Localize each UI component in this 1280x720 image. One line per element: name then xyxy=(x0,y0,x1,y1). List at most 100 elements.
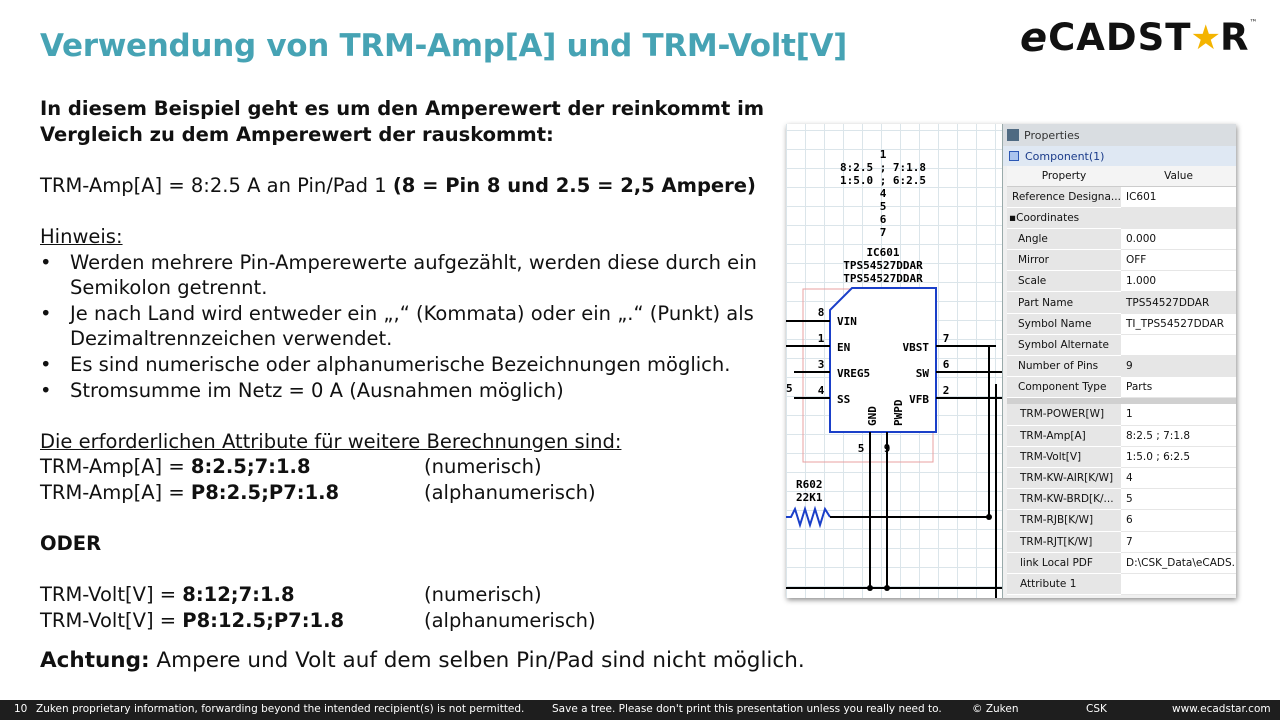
hint-item: Es sind numerische oder alphanumerische … xyxy=(40,352,770,378)
property-key: Symbol Name xyxy=(1007,313,1121,335)
warning-label: Achtung: xyxy=(40,648,150,673)
pin-number: 2 xyxy=(943,384,950,397)
property-value[interactable]: 6 xyxy=(1121,509,1236,532)
property-group-row[interactable]: ▪Coordinates xyxy=(1007,207,1236,229)
trm-property-row[interactable]: TRM-KW-BRD[K/...5 xyxy=(1007,488,1236,511)
property-key: TRM-KW-AIR[K/W] xyxy=(1007,467,1121,490)
attribute-kind: (alphanumerisch) xyxy=(424,608,596,632)
property-value[interactable]: 9 xyxy=(1121,355,1236,378)
schem-part: TPS54527DDAR xyxy=(843,259,923,272)
property-value[interactable]: 1 xyxy=(1121,403,1236,426)
pin-number: 1 xyxy=(818,332,825,345)
attributes-heading: Die erforderlichen Attribute für weitere… xyxy=(40,429,622,453)
resistor-symbol[interactable] xyxy=(786,505,831,529)
logo-e: e xyxy=(1020,15,1048,61)
trm-property-row[interactable]: TRM-RJT[K/W]7 xyxy=(1007,531,1236,553)
column-header-value: Value xyxy=(1121,166,1236,187)
logo-tm: ™ xyxy=(1249,18,1258,27)
trm-property-row[interactable]: Attribute 1 xyxy=(1007,573,1236,596)
property-value[interactable]: 0.000 xyxy=(1121,228,1236,251)
property-row[interactable]: Symbol Alternate xyxy=(1007,334,1236,357)
hint-item: Werden mehrere Pin-Amperewerte aufgezähl… xyxy=(40,250,770,301)
schematic-drawing: 1 8:2.5 ; 7:1.8 1:5.0 ; 6:2.5 4 5 6 7 IC… xyxy=(786,148,1002,598)
property-key: TRM-KW-BRD[K/... xyxy=(1007,488,1121,511)
edge-mark: 5 xyxy=(786,382,793,395)
pin-name: EN xyxy=(837,341,850,354)
properties-table: Property Value Reference Designa...IC601… xyxy=(1007,166,1236,596)
property-key: TRM-RJB[K/W] xyxy=(1007,509,1121,532)
footer-url[interactable]: www.ecadstar.com xyxy=(1172,703,1271,715)
property-value[interactable]: TPS54527DDAR xyxy=(1121,291,1236,314)
property-value[interactable]: 4 xyxy=(1121,467,1236,490)
attribute-label: TRM-Volt[V] = xyxy=(40,608,183,632)
attribute-kind: (numerisch) xyxy=(424,583,542,607)
properties-panel: Properties Component(1) Property Value R… xyxy=(1002,124,1236,598)
schem-part: TPS54527DDAR xyxy=(843,272,923,285)
property-value[interactable] xyxy=(1121,334,1236,357)
property-key: TRM-POWER[W] xyxy=(1007,403,1121,426)
footer-save-tree: Save a tree. Please don't print this pre… xyxy=(552,703,942,715)
property-value[interactable]: 1.000 xyxy=(1121,270,1236,293)
pin-name: VIN xyxy=(837,315,857,328)
resistor-value: 22K1 xyxy=(796,491,823,504)
schematic-canvas[interactable]: 1 8:2.5 ; 7:1.8 1:5.0 ; 6:2.5 4 5 6 7 IC… xyxy=(786,124,1002,598)
pin-name: SW xyxy=(916,367,930,380)
schem-label-line: 1 xyxy=(880,148,887,161)
attribute-value: P8:12.5;P7:1.8 xyxy=(182,608,345,632)
property-value[interactable]: TI_TPS54527DDAR xyxy=(1121,313,1236,335)
property-value[interactable]: D:\CSK_Data\eCADS... xyxy=(1121,552,1236,574)
pin-number: 8 xyxy=(818,306,825,319)
trm-property-row[interactable]: TRM-KW-AIR[K/W]4 xyxy=(1007,467,1236,490)
trm-property-row[interactable]: TRM-POWER[W]1 xyxy=(1007,403,1236,426)
pin-name: SS xyxy=(837,393,850,406)
schem-label-line: 8:2.5 ; 7:1.8 xyxy=(840,161,926,174)
hint-item: Je nach Land wird entweder ein „,“ (Komm… xyxy=(40,301,770,352)
attribute-label: TRM-Volt[V] = xyxy=(40,583,183,607)
ic-body[interactable] xyxy=(829,287,937,433)
attribute-value: 8:2.5;7:1.8 xyxy=(190,455,311,479)
hint-heading: Hinweis: xyxy=(40,224,123,248)
trm-property-row[interactable]: TRM-RJB[K/W]6 xyxy=(1007,509,1236,532)
ecadstar-logo: e CADST ★ R ™ xyxy=(1020,14,1258,61)
property-value[interactable]: 7 xyxy=(1121,531,1236,553)
property-key: Mirror xyxy=(1007,249,1121,272)
resistor-ref: R602 xyxy=(796,478,823,491)
star-icon: ★ xyxy=(1190,18,1222,58)
properties-header: Properties xyxy=(1003,124,1236,146)
property-value[interactable]: OFF xyxy=(1121,249,1236,272)
property-value[interactable] xyxy=(1121,573,1236,596)
property-value[interactable]: IC601 xyxy=(1121,186,1236,208)
trm-property-row[interactable]: TRM-Amp[A]8:2.5 ; 7:1.8 xyxy=(1007,425,1236,447)
property-value[interactable]: 8:2.5 ; 7:1.8 xyxy=(1121,425,1236,447)
collapse-icon[interactable]: ▪ xyxy=(1009,211,1017,224)
property-value[interactable]: 1:5.0 ; 6:2.5 xyxy=(1121,446,1236,468)
attribute-value: 8:12;7:1.8 xyxy=(182,583,295,607)
example-line: TRM-Amp[A] = 8:2.5 A an Pin/Pad 1 (8 = P… xyxy=(40,173,770,199)
property-key: Number of Pins xyxy=(1007,355,1121,378)
property-key: TRM-Amp[A] xyxy=(1007,425,1121,447)
pin-name: VFB xyxy=(909,393,929,406)
attribute-label: TRM-Amp[A] = xyxy=(40,480,191,504)
attribute-row: TRM-Volt[V] = 8:12;7:1.8 (numerisch) xyxy=(40,582,770,608)
oder-label: ODER xyxy=(40,532,102,556)
property-row[interactable]: Reference Designa...IC601 xyxy=(1007,186,1236,208)
property-value[interactable]: 5 xyxy=(1121,488,1236,511)
pin-name: GND xyxy=(866,406,879,426)
schem-label-line: 5 xyxy=(880,200,887,213)
property-key: Symbol Alternate xyxy=(1007,334,1121,357)
component-selector[interactable]: Component(1) xyxy=(1003,146,1236,166)
trm-property-row[interactable]: TRM-Volt[V]1:5.0 ; 6:2.5 xyxy=(1007,446,1236,468)
slide-title: Verwendung von TRM-Amp[A] und TRM-Volt[V… xyxy=(40,28,848,64)
property-value[interactable]: Parts xyxy=(1121,376,1236,399)
logo-cadst: CADST xyxy=(1048,16,1192,59)
hint-list: Werden mehrere Pin-Amperewerte aufgezähl… xyxy=(40,250,770,404)
pin-name: PWPD xyxy=(892,399,905,426)
